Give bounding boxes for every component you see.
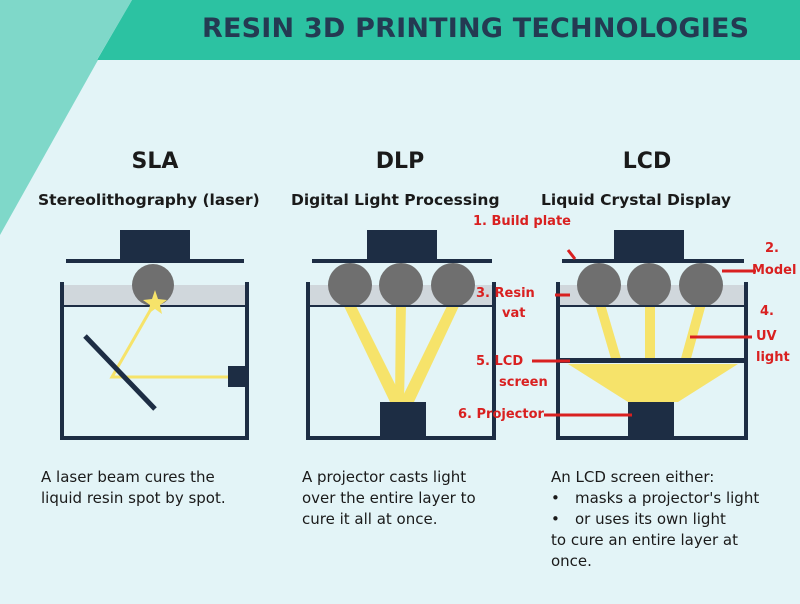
dlp-description-line-3: cure it all at once.	[302, 510, 438, 528]
dlp-subtitle: Digital Light Processing	[291, 191, 500, 209]
lcd-beam-3	[680, 304, 706, 362]
annotation-leaders	[532, 249, 756, 417]
lcd-model-3	[679, 263, 723, 307]
dlp-title: DLP	[375, 149, 425, 174]
sla-description-line-1: A laser beam cures the	[41, 468, 215, 486]
label-resin: 3. Resin	[476, 286, 535, 301]
sla-cure-spot	[143, 290, 167, 314]
label-uv-number: 4.	[760, 304, 774, 319]
sla-description: A laser beam cures the liquid resin spot…	[41, 467, 226, 509]
sla-subtitle: Stereolithography (laser)	[38, 191, 260, 209]
lcd-beam-2	[645, 304, 655, 362]
label-light: light	[756, 350, 790, 365]
sla-title: SLA	[131, 149, 179, 174]
dlp-model-2	[379, 263, 423, 307]
lcd-title: LCD	[622, 149, 672, 174]
lcd-model-2	[627, 263, 671, 307]
lcd-screen	[559, 358, 744, 363]
lcd-build-plate	[614, 230, 684, 259]
dlp-description-line-2: over the entire layer to	[302, 489, 476, 507]
dlp-beam-1	[343, 304, 404, 402]
label-projector: 6. Projector	[458, 407, 544, 422]
banner-shape	[97, 0, 800, 60]
dlp-vat	[306, 282, 496, 440]
sla-beam	[109, 301, 228, 379]
dlp-diagram	[306, 230, 496, 440]
lcd-projector	[628, 402, 674, 436]
label-vat: vat	[502, 306, 526, 321]
lcd-diagram	[556, 230, 748, 440]
label-screen: screen	[499, 375, 548, 390]
lcd-subtitle: Liquid Crystal Display	[541, 191, 731, 209]
lcd-light-cone	[568, 364, 738, 402]
label-model-number: 2.	[765, 241, 779, 256]
lcd-description: An LCD screen either: •masks a projector…	[551, 467, 759, 572]
sla-laser	[228, 366, 247, 387]
sla-description-line-2: liquid resin spot by spot.	[41, 489, 226, 507]
sla-model	[132, 264, 174, 306]
lcd-bullet-2-text: or uses its own light	[575, 510, 726, 528]
dlp-description-line-1: A projector casts light	[302, 468, 467, 486]
dlp-model-1	[328, 263, 372, 307]
dlp-projector	[380, 402, 426, 436]
sla-diagram	[60, 230, 249, 440]
dlp-model-3	[431, 263, 475, 307]
lcd-bullet-1-text: masks a projector's light	[575, 489, 760, 507]
page-title: RESIN 3D PRINTING TECHNOLOGIES	[202, 13, 750, 44]
lcd-model-1	[577, 263, 621, 307]
lcd-bullet-1: •masks a projector's light	[551, 489, 760, 507]
label-model: Model	[752, 263, 797, 278]
leader-build-plate	[566, 249, 577, 260]
lcd-description-outro-1: to cure an entire layer at	[551, 531, 738, 549]
lcd-description-intro: An LCD screen either:	[551, 468, 715, 486]
label-uv: UV	[756, 329, 777, 344]
dlp-description: A projector casts light over the entire …	[302, 467, 476, 530]
sla-build-plate	[120, 230, 190, 259]
dlp-build-plate	[367, 230, 437, 259]
label-build-plate: 1. Build plate	[473, 214, 571, 229]
lcd-beam-1	[595, 304, 622, 362]
lcd-bullet-2: •or uses its own light	[551, 510, 726, 528]
sla-mirror	[83, 334, 157, 411]
sla-vat	[60, 282, 249, 440]
dlp-beam-3	[400, 304, 460, 402]
label-lcd: 5. LCD	[476, 354, 524, 369]
dlp-beam-2	[395, 304, 406, 402]
lcd-description-outro-2: once.	[551, 552, 592, 570]
